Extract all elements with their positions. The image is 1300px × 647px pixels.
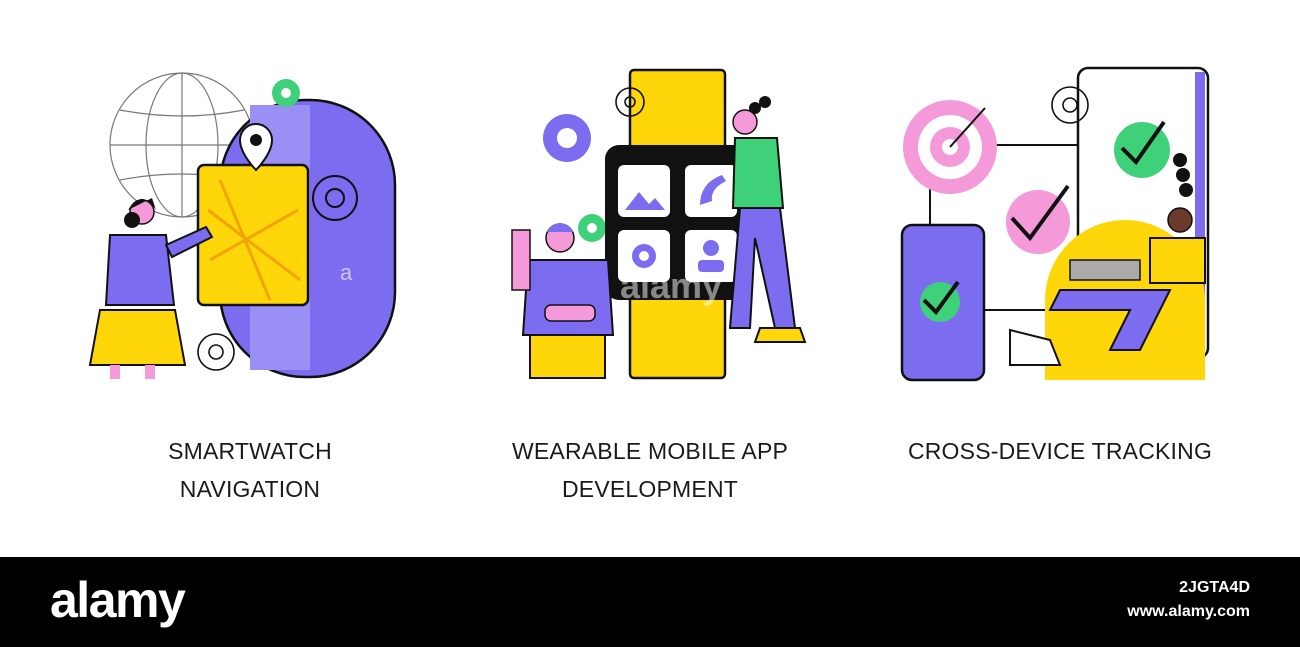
target-icon (903, 100, 997, 194)
gear-icon (543, 114, 591, 162)
gear-icon (272, 79, 300, 107)
woman-figure (88, 198, 214, 379)
person-figure (1009, 153, 1206, 380)
alamy-logo[interactable]: alamy (50, 572, 186, 628)
globe-icon (109, 72, 255, 218)
illustration-stage: a SMARTWATCH NAVIGATION (70, 60, 1240, 520)
gear-icon (1051, 86, 1089, 124)
location-pin-icon (238, 123, 274, 172)
gear-icon (615, 87, 645, 117)
panel-wearable-app-development: alamy WEARABLE MOBILE APP DEVELOPMENT (470, 60, 830, 520)
check-icon (920, 280, 960, 322)
gear-icon (578, 214, 606, 242)
svg-text:a: a (340, 260, 353, 285)
woman-figure (728, 96, 807, 343)
image-id: 2JGTA4D (1179, 579, 1250, 596)
caption-line-1: SMARTWATCH (168, 438, 332, 464)
smartwatch-navigation-illustration: a (88, 72, 397, 379)
caption-line-1: WEARABLE MOBILE APP (511, 438, 789, 464)
gear-icon (312, 175, 358, 221)
check-icon (1006, 184, 1070, 254)
footer-bar: alamy 2JGTA4D www.alamy.com (0, 557, 1300, 647)
caption-line-1: CROSS-DEVICE TRACKING (907, 438, 1213, 464)
wearable-app-development-illustration: alamy (511, 68, 807, 380)
man-figure (511, 223, 615, 379)
caption-line-2: NAVIGATION (179, 476, 321, 502)
site-url[interactable]: www.alamy.com (1127, 603, 1250, 620)
svg-text:alamy: alamy (620, 265, 722, 306)
gear-icon (197, 333, 235, 371)
panel-smartwatch-navigation: a SMARTWATCH NAVIGATION (70, 60, 430, 520)
panel-cross-device-tracking: CROSS-DEVICE TRACKING (880, 60, 1240, 520)
cross-device-tracking-illustration (900, 66, 1210, 382)
caption-line-2: DEVELOPMENT (561, 476, 738, 502)
check-icon (1114, 120, 1170, 178)
